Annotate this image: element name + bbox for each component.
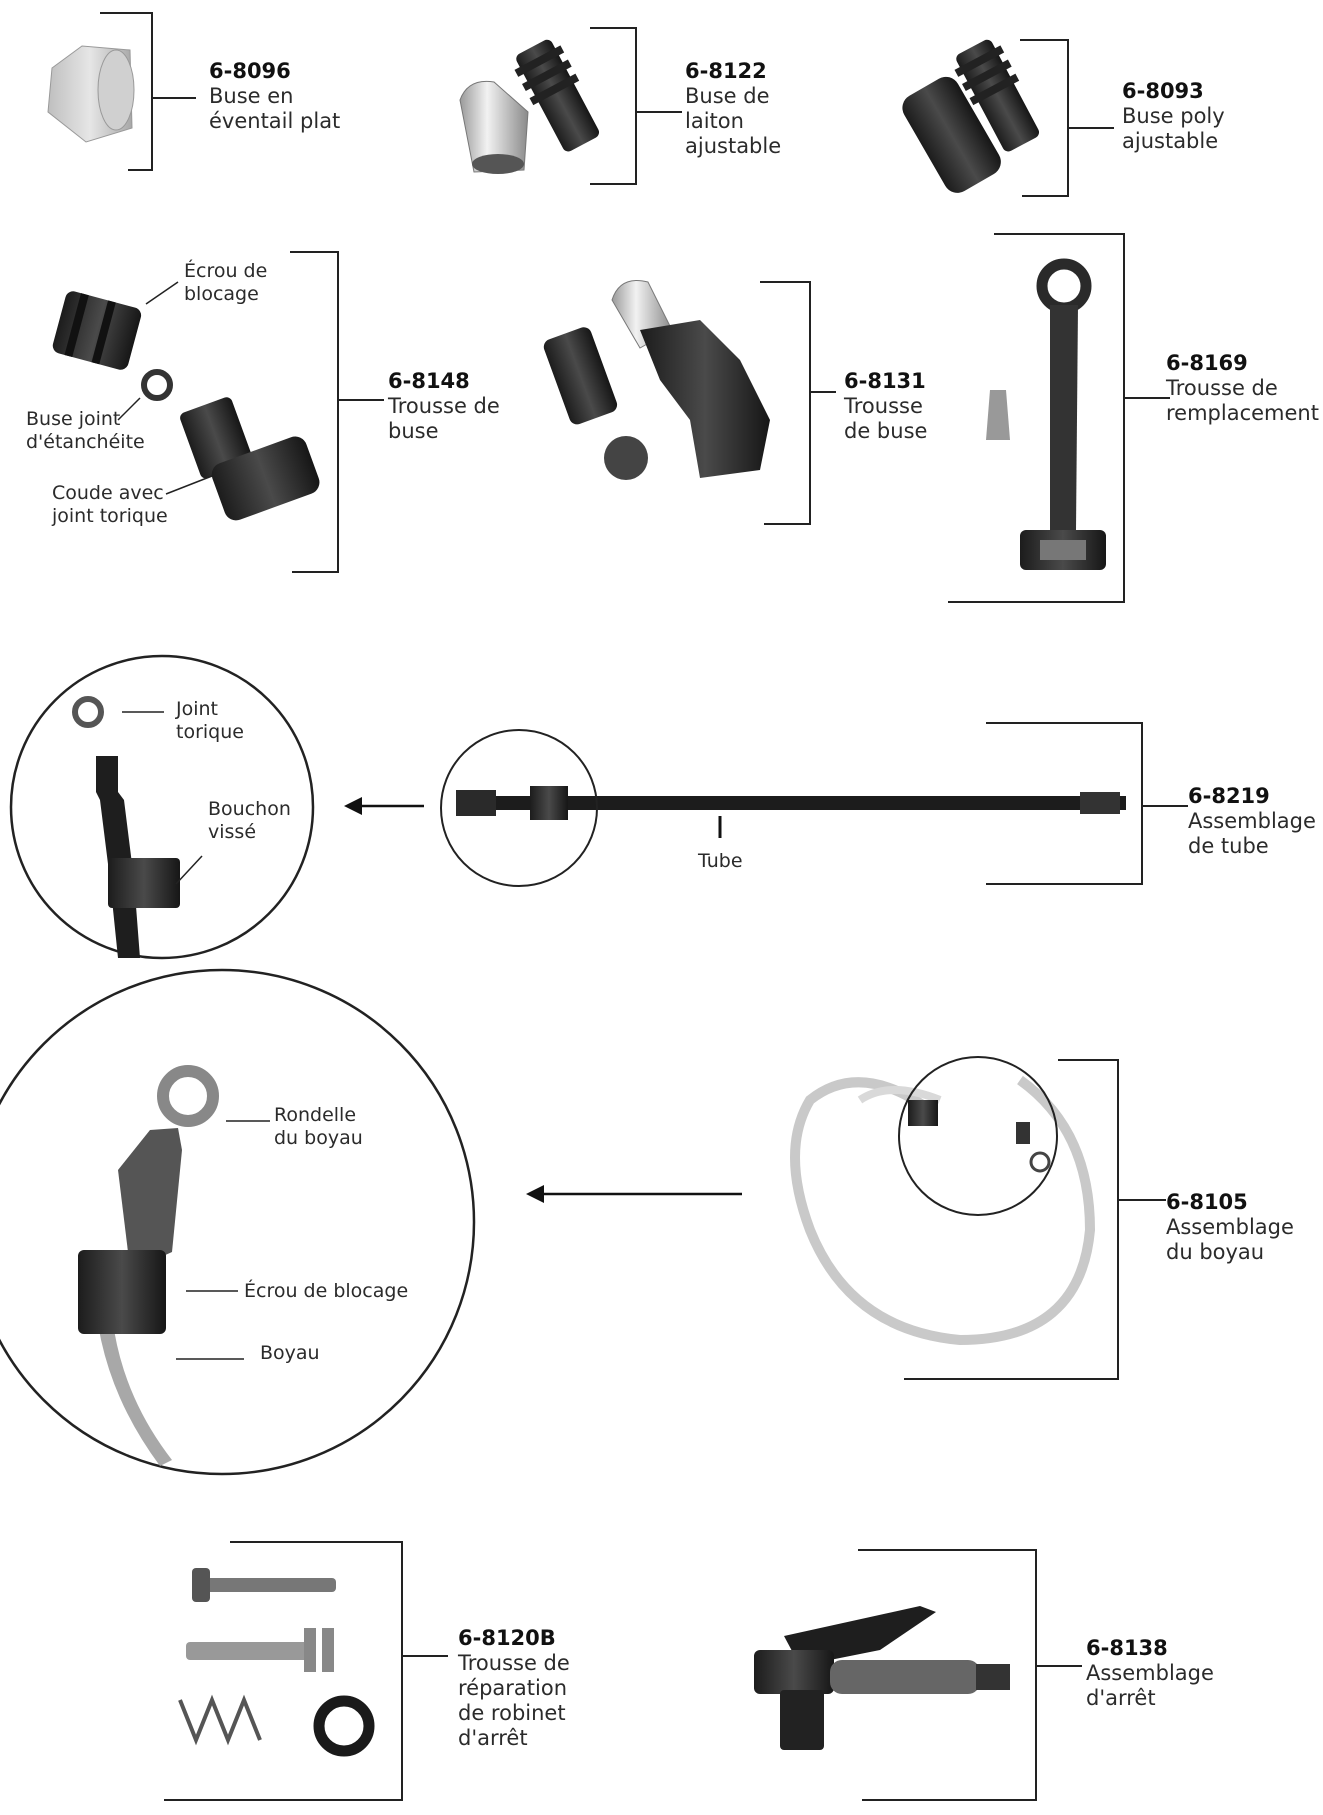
nozzle-kit-8131-image: [543, 280, 770, 480]
bracket-6-8148: [290, 251, 339, 573]
callout-hose: Boyau: [260, 1342, 320, 1364]
brass-nozzle-image: [459, 39, 600, 174]
shutoff-repair-kit-image: [178, 1568, 375, 1757]
part-label-6-8093: 6-8093 Buse poly ajustable: [1122, 79, 1225, 153]
callout-screw-cap: Bouchon vissé: [208, 798, 291, 843]
callout-elbow: Coude avec joint torique: [52, 482, 168, 527]
bracket-6-8138: [858, 1549, 1037, 1801]
callout-tube: Tube: [698, 850, 743, 872]
hose-assembly-image: [790, 1075, 1096, 1346]
bracket-6-8122: [590, 27, 637, 185]
callout-lock-nut: Écrou de blocage: [184, 260, 268, 305]
bracket-6-8120B: [164, 1541, 403, 1801]
gasket-image: [141, 369, 173, 401]
tube-end-image: [72, 696, 180, 958]
part-label-6-8131: 6-8131 Trousse de buse: [844, 369, 928, 443]
bracket-6-8169: [948, 233, 1125, 603]
part-label-6-8096: 6-8096 Buse en éventail plat: [209, 59, 341, 133]
zoom-marker-hose: [898, 1056, 1058, 1216]
part-label-6-8219: 6-8219 Assemblage de tube: [1188, 784, 1316, 858]
zoom-marker-tube: [440, 729, 598, 887]
part-label-6-8122: 6-8122 Buse de laiton ajustable: [685, 59, 782, 158]
bracket-6-8131: [760, 281, 811, 525]
poly-nozzle-image: [902, 39, 1040, 193]
bracket-6-8096: [100, 12, 153, 171]
callout-hose-washer: Rondelle du boyau: [274, 1104, 363, 1149]
callout-gasket: Buse joint d'étanchéite: [26, 408, 145, 453]
bracket-6-8219: [986, 722, 1143, 885]
part-label-6-8138: 6-8138 Assemblage d'arrêt: [1086, 1636, 1214, 1710]
flat-fan-nozzle-image: [47, 45, 135, 143]
part-label-6-8148: 6-8148 Trousse de buse: [388, 369, 500, 443]
nozzle-kit-8148-image: [52, 291, 320, 521]
zoom-circle-tube: [9, 654, 315, 960]
zoom-circle-hose: [0, 968, 476, 1476]
part-label-6-8169: 6-8169 Trousse de remplacement: [1166, 351, 1319, 425]
part-label-6-8120B: 6-8120B Trousse de réparation de robinet…: [458, 1626, 570, 1750]
callout-o-ring: Joint torique: [176, 698, 244, 743]
shutoff-assembly-image: [754, 1606, 1010, 1750]
replacement-tool-image: [986, 258, 1106, 570]
hose-end-image: [78, 1065, 219, 1466]
part-label-6-8105: 6-8105 Assemblage du boyau: [1166, 1190, 1294, 1264]
callout-lock-nut-hose: Écrou de blocage: [244, 1280, 409, 1302]
tube-assembly-image: [456, 786, 1126, 820]
bracket-6-8105: [904, 1059, 1119, 1380]
bracket-6-8093: [1020, 39, 1069, 197]
